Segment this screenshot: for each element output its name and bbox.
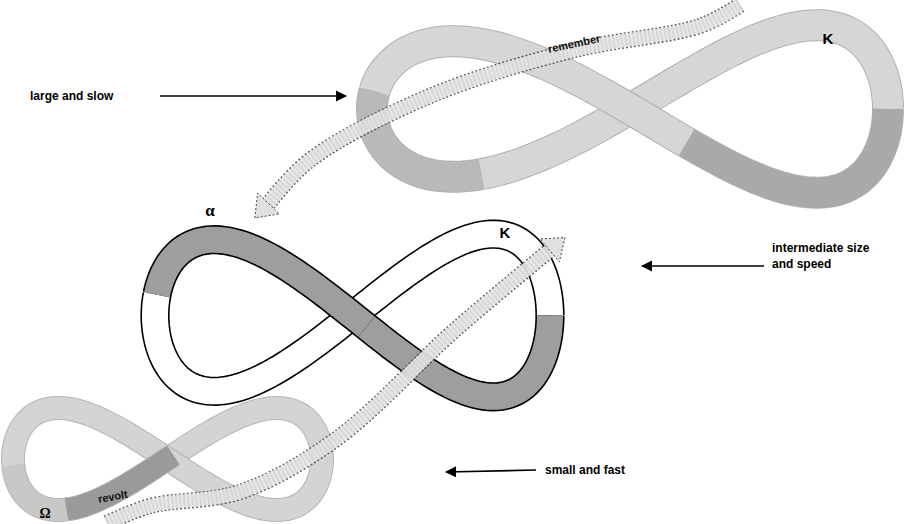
band-outline — [372, 91, 482, 177]
band-outline — [375, 41, 687, 142]
band-fill — [168, 459, 322, 510]
connector-label: remember — [547, 32, 602, 55]
band-fill — [13, 465, 66, 510]
band-fill — [372, 91, 482, 177]
band-fill — [173, 408, 322, 459]
band-outline — [13, 465, 66, 510]
leader-arrow — [160, 95, 346, 97]
loop-outline — [140, 218, 565, 413]
loop-label: K — [500, 225, 511, 240]
cycle-loop: K — [355, 5, 905, 213]
scale-label: large and slow — [30, 88, 113, 104]
loop-label: K — [823, 31, 834, 46]
cycle-loop: Ω — [0, 395, 335, 523]
band-fill — [67, 455, 174, 509]
band-outline — [687, 109, 888, 193]
band-fill — [366, 316, 550, 397]
loop-label: Ω — [39, 507, 50, 521]
cycle-loop: αK — [140, 218, 565, 413]
band-outline — [366, 316, 550, 397]
band-outline — [168, 459, 322, 510]
band-outline — [360, 234, 550, 315]
transfer-connector — [255, 5, 740, 218]
band-outline — [13, 408, 168, 465]
leader-arrow — [642, 265, 764, 267]
band-outline — [67, 455, 174, 509]
band-outline — [640, 25, 888, 109]
loop-label: α — [205, 202, 215, 219]
band-outline — [157, 240, 366, 327]
band-fill — [687, 109, 888, 193]
band-fill — [13, 408, 168, 465]
loop-outline — [355, 5, 905, 213]
band-fill — [375, 41, 687, 142]
band-fill — [157, 240, 366, 327]
band-fill — [640, 25, 888, 109]
scale-label: small and fast — [545, 462, 625, 478]
band-fill — [360, 234, 550, 315]
leader-arrow — [446, 470, 536, 472]
connector-head — [255, 193, 280, 218]
loop-outline — [0, 395, 335, 523]
scale-label: intermediate size and speed — [772, 240, 884, 272]
band-outline — [173, 408, 322, 459]
transfer-connector — [107, 238, 565, 524]
